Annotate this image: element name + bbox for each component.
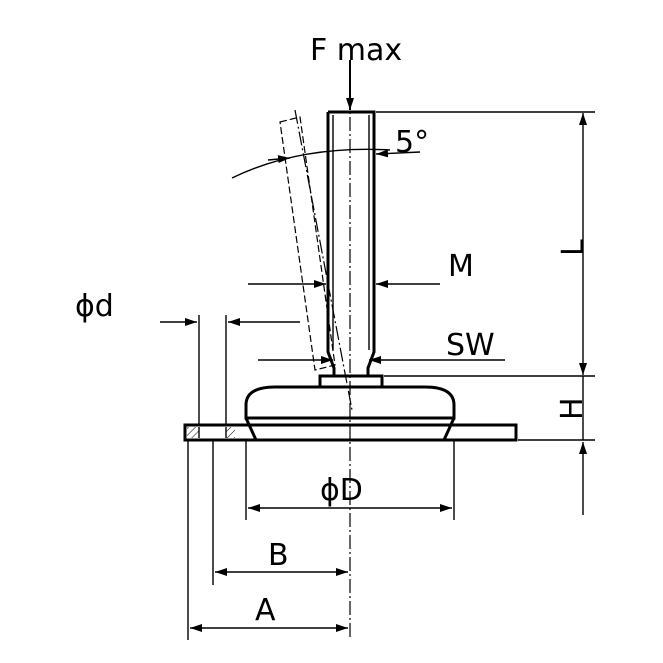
base-dome <box>244 385 456 441</box>
label-length: L <box>556 239 591 256</box>
label-angle: 5° <box>395 125 429 160</box>
hex-nut <box>318 374 384 389</box>
label-base-dia: ϕD <box>320 473 363 508</box>
label-height: H <box>555 397 590 420</box>
label-thread: M <box>448 249 474 284</box>
label-hole-dia: ϕd <box>75 289 114 324</box>
label-wrench: SW <box>446 328 495 363</box>
tilted-stem-phantom <box>279 109 353 411</box>
label-fmax: F max <box>310 33 402 68</box>
label-dim-b: B <box>268 538 289 573</box>
threaded-stem <box>326 110 376 377</box>
angle-arc <box>231 148 391 179</box>
label-dim-a: A <box>255 593 276 628</box>
